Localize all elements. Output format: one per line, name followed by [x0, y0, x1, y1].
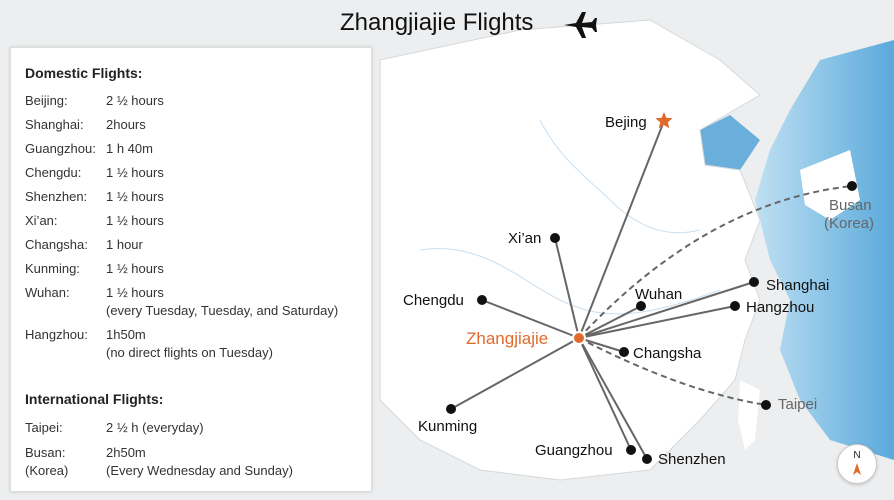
route-line-changsha — [578, 337, 625, 353]
taiwan-island — [738, 380, 760, 450]
flight-time: 1h50m — [106, 327, 146, 342]
city-label-guangzhou: Guangzhou — [535, 442, 613, 459]
route-line-guangzhou — [578, 337, 632, 451]
city-marker-wuhan — [636, 301, 646, 311]
flight-time: 1 ½ hours — [106, 285, 164, 300]
route-line-hangzhou — [578, 305, 736, 339]
sea-area — [755, 40, 894, 460]
route-line-busan — [578, 185, 853, 339]
flight-time: 1 hour — [106, 237, 143, 252]
city-label-shanghai: Shanghai — [766, 277, 829, 294]
city-marker-xian — [550, 233, 560, 243]
city-label-wuhan: Wuhan — [635, 286, 682, 303]
compass-button[interactable]: N — [837, 444, 877, 484]
city-label: Shanghai: — [25, 117, 84, 132]
city-label: Shenzhen: — [25, 189, 88, 204]
city-label: Xi’an: — [25, 213, 58, 228]
city-marker-busan — [847, 181, 857, 191]
route-line-kunming — [450, 337, 580, 410]
city-country: (Korea) — [25, 463, 69, 478]
city-markers — [446, 112, 857, 464]
city-label-beijing: Bejing — [605, 114, 647, 131]
flight-time: 1 ½ hours — [106, 189, 164, 204]
routes — [450, 120, 853, 460]
flight-time: 1 ½ hours — [106, 165, 164, 180]
city-marker-shanghai — [749, 277, 759, 287]
hub-label: Zhangjiajie — [466, 329, 548, 348]
flight-time: 2hours — [106, 117, 146, 132]
korea-peninsula — [800, 150, 860, 220]
city-label-busan-country: (Korea) — [824, 215, 874, 232]
city-label: Hangzhou: — [25, 327, 88, 342]
flight-time: 2 ½ h (everyday) — [106, 420, 204, 435]
route-line-shenzhen — [578, 337, 648, 460]
domestic-heading: Domestic Flights: — [25, 65, 143, 81]
city-label: Beijing: — [25, 93, 68, 108]
plane-icon — [564, 12, 597, 38]
city-label-changsha: Changsha — [633, 345, 702, 362]
map-title: Zhangjiajie Flights — [340, 9, 534, 36]
flight-note: (every Tuesday, Tuesday, and Saturday) — [106, 303, 339, 318]
city-label-taipei: Taipei — [778, 396, 817, 413]
city-marker-hangzhou — [730, 301, 740, 311]
city-marker-chengdu — [477, 295, 487, 305]
flight-note: (no direct flights on Tuesday) — [106, 345, 273, 360]
route-line-shanghai — [578, 281, 755, 339]
route-line-beijing — [578, 120, 665, 339]
city-label-hangzhou: Hangzhou — [746, 299, 814, 316]
flight-time: 1 ½ hours — [106, 261, 164, 276]
bohai-sea — [700, 115, 760, 170]
route-line-xian — [554, 237, 580, 339]
city-marker-taipei — [761, 400, 771, 410]
city-marker-kunming — [446, 404, 456, 414]
flight-time: 1 h 40m — [106, 141, 153, 156]
city-label: Chengdu: — [25, 165, 82, 180]
city-label: Taipei: — [25, 420, 63, 435]
china-land — [379, 19, 761, 481]
city-label: Busan: — [25, 445, 66, 460]
city-marker-changsha — [619, 347, 629, 357]
flight-note: (Every Wednesday and Sunday) — [106, 463, 293, 478]
route-line-chengdu — [481, 299, 580, 339]
city-label-kunming: Kunming — [418, 418, 477, 435]
flight-time: 1 ½ hours — [106, 213, 164, 228]
flight-time: 2 ½ hours — [106, 93, 164, 108]
city-label-busan: Busan — [829, 197, 872, 214]
flight-time: 2h50m — [106, 445, 146, 460]
city-label: Wuhan: — [25, 285, 70, 300]
north-arrow-icon — [853, 463, 861, 475]
city-marker-guangzhou — [626, 445, 636, 455]
city-label: Changsha: — [25, 237, 88, 252]
compass-north-label: N — [853, 450, 861, 461]
city-label: Kunming: — [25, 261, 80, 276]
city-marker-shenzhen — [642, 454, 652, 464]
hub-marker — [572, 331, 586, 345]
city-label-xian: Xi’an — [508, 230, 541, 247]
rivers — [419, 119, 721, 315]
route-line-wuhan — [578, 305, 642, 339]
city-label-chengdu: Chengdu — [403, 292, 464, 309]
capital-star-icon — [655, 112, 673, 129]
international-heading: International Flights: — [25, 391, 164, 407]
city-label-shenzhen: Shenzhen — [658, 451, 726, 468]
city-label: Guangzhou: — [25, 141, 96, 156]
